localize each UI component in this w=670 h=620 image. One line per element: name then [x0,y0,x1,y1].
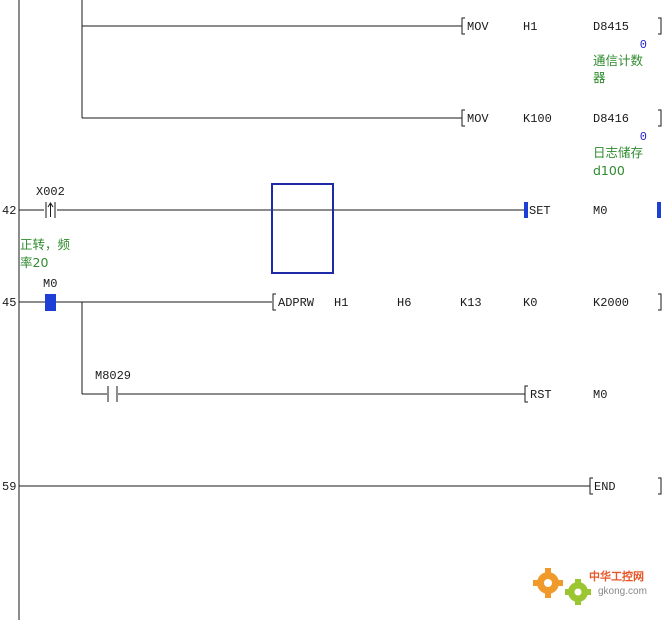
selection-marker [524,202,528,218]
rung-59[interactable]: 59 END [2,477,616,495]
rising-edge-arrow-icon [47,202,54,217]
instruction-operand: M0 [593,388,607,402]
device-comment: 正转，频 [20,237,71,252]
contact-device-label: M8029 [95,369,131,383]
contact-device-label: X002 [36,185,65,199]
instruction-operand: H1 [523,20,537,34]
cursor-box[interactable] [271,183,334,274]
instruction-operand: H6 [397,296,411,310]
instruction-operand: D8416 [593,112,629,126]
rung-45[interactable]: 45 M0 ADPRW H1 H6 K13 K0 K2000 M8029 RS [2,277,629,403]
step-number: 42 [2,204,16,218]
instruction-op: SET [529,204,551,218]
watermark-site: gkong.com [598,586,647,597]
selection-marker [657,202,661,218]
device-comment: d100 [593,163,625,178]
contact-m8029[interactable]: M8029 [95,369,131,402]
instruction-op: RST [530,388,552,402]
rung-mov[interactable]: MOV H1 D8415 0 通信计数 器 MOV K100 D8416 0 日… [81,0,647,178]
contact-m0[interactable]: M0 [43,277,57,311]
instruction-operand: H1 [334,296,348,310]
device-comment: 器 [593,70,606,85]
instruction-bracket [589,477,593,495]
end-instruction[interactable]: END [589,477,616,495]
instruction-operand: K2000 [593,296,629,310]
gear-icon [565,579,591,605]
instruction-operand: M0 [593,204,607,218]
mov-instruction-1[interactable]: MOV H1 D8415 0 通信计数 器 [461,17,647,85]
instruction-bracket [524,385,528,403]
device-comment: 日志储存 [593,145,643,160]
contact-energized-indicator [45,294,56,311]
watermark-name: 中华工控网 [589,569,644,583]
step-number: 45 [2,296,16,310]
instruction-operand: K0 [523,296,537,310]
device-current-value: 0 [640,130,647,144]
device-current-value: 0 [640,38,647,52]
instruction-operand: D8415 [593,20,629,34]
mov-instruction-2[interactable]: MOV K100 D8416 0 日志储存 d100 [461,109,647,178]
instruction-op: MOV [467,112,489,126]
instruction-bracket [461,109,465,127]
instruction-op: MOV [467,20,489,34]
instruction-op: END [594,480,616,494]
instruction-bracket [461,17,465,35]
device-comment: 通信计数 [593,53,644,68]
adprw-instruction[interactable]: ADPRW H1 H6 K13 K0 K2000 [272,293,629,311]
instruction-op: ADPRW [278,296,315,310]
rst-instruction[interactable]: RST M0 [524,385,607,403]
rung-42[interactable]: 42 X002 正转，频 率20 SET M0 [2,183,661,274]
contact-x002[interactable]: X002 正转，频 率20 [20,185,71,270]
instruction-operand: K100 [523,112,552,126]
watermark: 中华工控网 gkong.com [533,568,647,605]
device-comment: 率20 [20,255,48,270]
step-number: 59 [2,480,16,494]
instruction-operand: K13 [460,296,482,310]
gear-icon [533,568,563,598]
right-bracket-marks [658,17,662,495]
contact-device-label: M0 [43,277,57,291]
instruction-bracket [272,293,276,311]
set-instruction[interactable]: SET M0 [524,202,661,218]
